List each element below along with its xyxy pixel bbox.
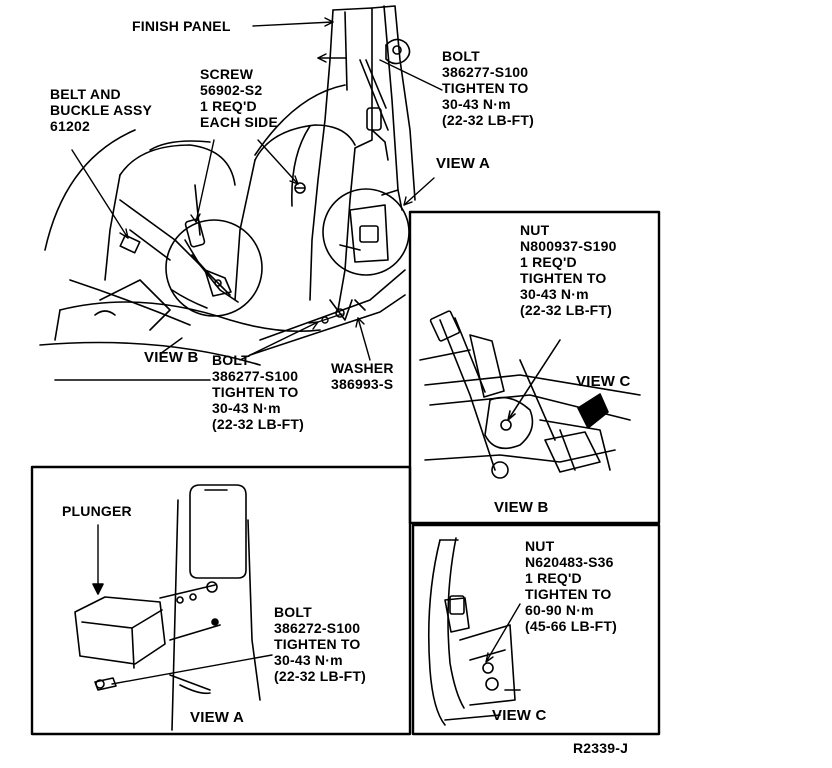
view-a-frame	[30, 465, 412, 736]
nut-view-c-line-5: 60-90 N·m	[525, 602, 594, 618]
bolt-lower-line-4: 30-43 N·m	[212, 400, 281, 416]
bolt-view-a-line-4: 30-43 N·m	[274, 652, 343, 668]
belt-and-buckle-line-1: BELT AND	[50, 86, 121, 102]
screw-line-4: EACH SIDE	[200, 114, 279, 130]
bolt-lower-line-5: (22-32 LB-FT)	[212, 416, 305, 432]
bolt-view-a-label: BOLT 386272-S100 TIGHTEN TO 30-43 N·m (2…	[274, 604, 366, 684]
belt-and-buckle-line-3: 61202	[50, 118, 90, 134]
nut-view-c-line-4: TIGHTEN TO	[525, 586, 612, 602]
nut-view-b-line-1: NUT	[520, 222, 550, 238]
bolt-upper-label: BOLT 386277-S100 TIGHTEN TO 30-43 N·m (2…	[442, 48, 534, 128]
view-a-marker-label: VIEW A	[436, 155, 490, 172]
magnify-circle-view-a	[322, 188, 410, 276]
bolt-lower-line-2: 386277-S100	[212, 368, 299, 384]
bolt-lower-line-3: TIGHTEN TO	[212, 384, 299, 400]
screw-line-2: 56902-S2	[200, 82, 263, 98]
screw-line-1: SCREW	[200, 66, 254, 82]
view-c-frame	[411, 523, 661, 736]
nut-view-c-line-1: NUT	[525, 538, 555, 554]
view-a-panel-title: VIEW A	[190, 709, 244, 726]
view-b-panel-title: VIEW B	[494, 499, 549, 516]
figure-reference: R2339-J	[573, 740, 629, 756]
bolt-upper-line-4: 30-43 N·m	[442, 96, 511, 112]
bolt-upper-line-5: (22-32 LB-FT)	[442, 112, 535, 128]
view-c-marker-label: VIEW C	[576, 373, 631, 390]
bolt-view-a-line-1: BOLT	[274, 604, 312, 620]
nut-view-b-label: NUT N800937-S190 1 REQ'D TIGHTEN TO 30-4…	[520, 222, 617, 318]
view-b-frame	[408, 210, 661, 525]
finish-panel-label: FINISH PANEL	[132, 18, 231, 34]
washer-label: WASHER 386993-S	[331, 360, 394, 392]
main-vehicle-view	[39, 5, 416, 381]
belt-and-buckle-line-2: BUCKLE ASSY	[50, 102, 153, 118]
view-b-marker-label: VIEW B	[144, 349, 199, 366]
bolt-view-a-line-2: 386272-S100	[274, 620, 361, 636]
bolt-view-a-line-5: (22-32 LB-FT)	[274, 668, 367, 684]
nut-view-b-line-4: TIGHTEN TO	[520, 270, 607, 286]
view-c-artwork	[427, 537, 521, 726]
bolt-lower-label: BOLT 386277-S100 TIGHTEN TO 30-43 N·m (2…	[212, 352, 304, 432]
washer-line-1: WASHER	[331, 360, 394, 376]
plunger-label: PLUNGER	[62, 503, 132, 519]
nut-view-b-line-3: 1 REQ'D	[520, 254, 577, 270]
nut-view-b-line-6: (22-32 LB-FT)	[520, 302, 613, 318]
nut-view-b-line-2: N800937-S190	[520, 238, 617, 254]
bolt-upper-line-2: 386277-S100	[442, 64, 529, 80]
nut-view-c-line-2: N620483-S36	[525, 554, 614, 570]
view-c-panel-title: VIEW C	[492, 707, 547, 724]
bolt-lower-line-1: BOLT	[212, 352, 250, 368]
nut-view-c-line-3: 1 REQ'D	[525, 570, 582, 586]
magnify-circle-view-b	[165, 218, 263, 317]
screw-label: SCREW 56902-S2 1 REQ'D EACH SIDE	[200, 66, 278, 130]
nut-view-c-line-6: (45-66 LB-FT)	[525, 618, 618, 634]
nut-view-b-line-5: 30-43 N·m	[520, 286, 589, 302]
screw-line-3: 1 REQ'D	[200, 98, 257, 114]
leader-arrows-main	[71, 17, 443, 361]
bolt-upper-line-3: TIGHTEN TO	[442, 80, 529, 96]
belt-and-buckle-label: BELT AND BUCKLE ASSY 61202	[50, 86, 152, 134]
washer-line-2: 386993-S	[331, 376, 394, 392]
view-a-artwork	[74, 484, 273, 731]
bolt-upper-line-1: BOLT	[442, 48, 480, 64]
view-b-artwork	[419, 310, 641, 479]
bolt-view-a-line-3: TIGHTEN TO	[274, 636, 361, 652]
nut-view-c-label: NUT N620483-S36 1 REQ'D TIGHTEN TO 60-90…	[525, 538, 617, 634]
